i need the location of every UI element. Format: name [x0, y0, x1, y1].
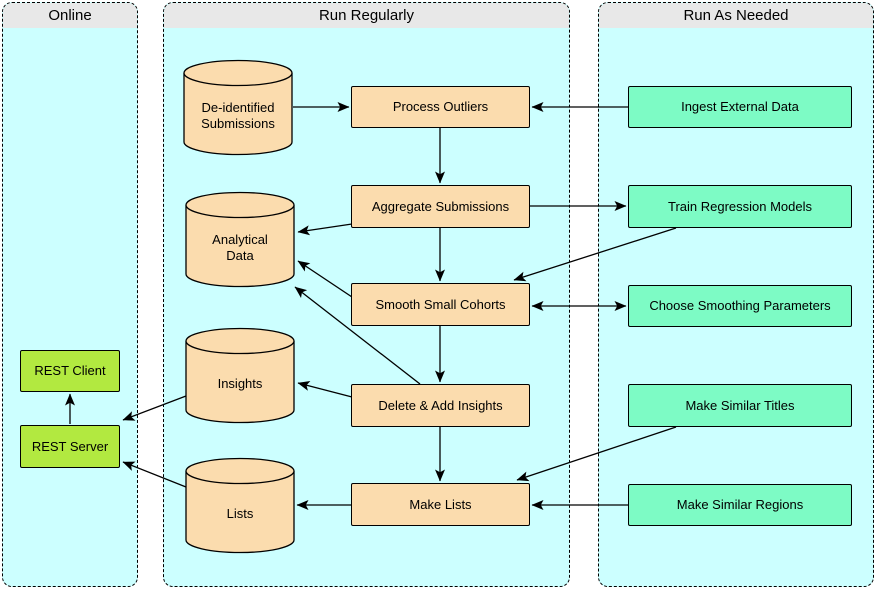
node-train-regression-models: Train Regression Models: [628, 185, 852, 228]
node-choose-smoothing-parameters-label: Choose Smoothing Parameters: [649, 298, 831, 314]
node-delete-add-insights: Delete & Add Insights: [351, 384, 530, 427]
node-rest-server-label: REST Server: [31, 438, 109, 454]
node-make-similar-regions-label: Make Similar Regions: [676, 497, 804, 513]
node-de-identified-submissions-label: De-identified Submissions: [201, 99, 275, 131]
database-cylinder-icon: [185, 327, 295, 424]
database-cylinder-icon: [185, 191, 295, 288]
node-analytical-data-label: Analytical Data: [212, 231, 268, 263]
node-rest-client: REST Client: [20, 350, 120, 392]
node-insights-label: Insights: [217, 375, 263, 391]
panel-run-regularly-title: Run Regularly: [164, 3, 569, 28]
node-smooth-small-cohorts-label: Smooth Small Cohorts: [375, 296, 506, 312]
node-choose-smoothing-parameters: Choose Smoothing Parameters: [628, 285, 852, 327]
node-de-identified-submissions: De-identified Submissions: [183, 59, 293, 156]
panel-run-as-needed-title: Run As Needed: [599, 3, 873, 28]
database-cylinder-icon: [185, 457, 295, 554]
node-smooth-small-cohorts: Smooth Small Cohorts: [351, 283, 530, 326]
node-aggregate-submissions-label: Aggregate Submissions: [371, 198, 510, 214]
panel-online-title: Online: [3, 3, 137, 28]
node-lists-label: Lists: [226, 505, 254, 521]
node-delete-add-insights-label: Delete & Add Insights: [378, 397, 503, 413]
node-rest-client-label: REST Client: [34, 363, 106, 379]
node-ingest-external-data-label: Ingest External Data: [681, 99, 799, 115]
node-make-lists-label: Make Lists: [409, 496, 472, 512]
node-make-similar-titles-label: Make Similar Titles: [685, 397, 795, 413]
node-aggregate-submissions: Aggregate Submissions: [351, 185, 530, 228]
node-insights: Insights: [185, 327, 295, 424]
node-make-lists: Make Lists: [351, 483, 530, 526]
node-ingest-external-data: Ingest External Data: [628, 86, 852, 128]
database-cylinder-icon: [183, 59, 293, 156]
panel-online: Online: [2, 2, 138, 587]
node-analytical-data: Analytical Data: [185, 191, 295, 288]
node-rest-server: REST Server: [20, 425, 120, 468]
node-lists: Lists: [185, 457, 295, 554]
node-process-outliers: Process Outliers: [351, 86, 530, 128]
node-process-outliers-label: Process Outliers: [392, 99, 489, 115]
node-make-similar-titles: Make Similar Titles: [628, 384, 852, 427]
node-train-regression-models-label: Train Regression Models: [667, 198, 813, 214]
node-make-similar-regions: Make Similar Regions: [628, 484, 852, 526]
